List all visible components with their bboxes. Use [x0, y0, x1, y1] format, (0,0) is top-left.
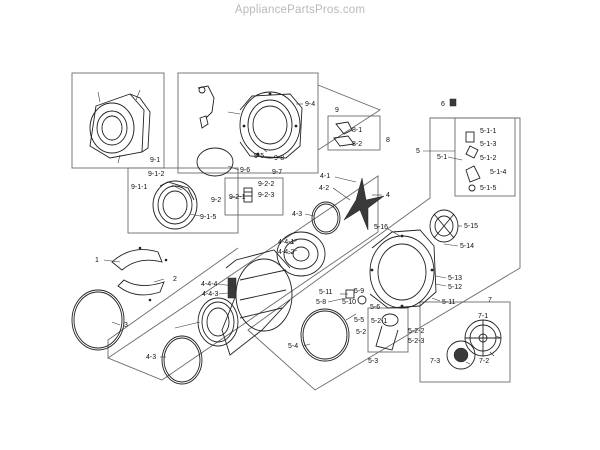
- callout-9-6: 9-6: [240, 167, 250, 174]
- callout-4-3: 4-3: [292, 211, 302, 218]
- group-frames: [71, 72, 521, 391]
- callout-4-3b: 4-3: [146, 354, 156, 361]
- callout-5-14: 5-14: [460, 243, 474, 250]
- callout-5-6: 5-6: [370, 304, 380, 311]
- door-gasket-ring-3: [71, 289, 125, 351]
- callout-5-16: 5-16: [374, 224, 388, 231]
- tub-gasket-5-4: [300, 308, 350, 362]
- callout-5-8: 5-8: [316, 299, 326, 306]
- front-tub-cover: [239, 91, 303, 159]
- bracket-8: [333, 121, 355, 147]
- motor-stator-7-3: [446, 340, 476, 370]
- callout-9-1-5: 9-1-5: [200, 214, 216, 221]
- heater-5-15: [429, 209, 459, 243]
- group-5-1-frame: [454, 117, 516, 197]
- callout-7-2: 7-2: [479, 358, 489, 365]
- callout-9-8: 9-8: [274, 155, 284, 162]
- leader-lines: [103, 103, 502, 365]
- drum-o-ring-4-3b: [161, 335, 203, 385]
- callout-4-4-3: 4-4-3: [202, 291, 218, 298]
- callout-9-7: 9-7: [272, 169, 282, 176]
- callout-5-2-2: 5-2-2: [408, 328, 424, 335]
- callout-8: 8: [386, 137, 390, 144]
- callout-5-13: 5-13: [448, 275, 462, 282]
- group-9-1-frame: [127, 167, 239, 234]
- callout-7-1: 7-1: [478, 313, 488, 320]
- callout-9-2-1: 9-2-1: [229, 194, 245, 201]
- callout-5-1-2: 5-1-2: [480, 155, 496, 162]
- group-5-frame: [247, 117, 521, 391]
- gasket-9-6: [196, 147, 234, 177]
- group-9-2-frame: [224, 177, 284, 216]
- callout-labels: 1 2 3 4 4-1 4-2 4-3 4-4-1 4-4-2 4-4-4 4-…: [95, 101, 506, 365]
- drum-front-ring: [197, 297, 239, 347]
- overview-frame: [71, 72, 165, 169]
- callout-5-1: 5-1: [437, 154, 447, 161]
- callout-7-3: 7-3: [430, 358, 440, 365]
- callout-4-2: 4-2: [319, 185, 329, 192]
- callout-5-1-5: 5-1-5: [480, 185, 496, 192]
- callout-5: 5: [416, 148, 420, 155]
- callout-4-1: 4-1: [320, 173, 330, 180]
- callout-4-4-2: 4-4-2: [278, 249, 294, 256]
- callout-4-4-1: 4-4-1: [278, 239, 294, 246]
- group-7-frame: [419, 301, 511, 383]
- callout-5-9: 5-9: [354, 288, 364, 295]
- tub-hose-bracket: [197, 85, 215, 129]
- rear-tub: [369, 229, 437, 309]
- callout-5-10: 5-10: [342, 299, 356, 306]
- clamp-bracket: [111, 246, 168, 302]
- callout-2: 2: [173, 276, 177, 283]
- callout-9-1-1: 9-1-1: [131, 184, 147, 191]
- callout-5-4: 5-4: [288, 343, 298, 350]
- valve-5-1: [465, 131, 481, 192]
- group-8-frame: [327, 115, 381, 151]
- callout-5-11: 5-11: [319, 289, 333, 296]
- callout-5-11b: 5-11: [442, 299, 456, 306]
- drum-o-ring-4-3: [311, 201, 341, 235]
- callout-8-2: 8-2: [352, 141, 362, 148]
- callout-5-2-3: 5-2-3: [408, 338, 424, 345]
- callout-5-3: 5-3: [368, 358, 378, 365]
- drain-hose-5-2: [345, 289, 399, 351]
- motor-rotor-7-1: [464, 319, 502, 357]
- bolt-6: [449, 98, 457, 107]
- callout-9-4: 9-4: [305, 101, 315, 108]
- callout-3: 3: [124, 322, 128, 329]
- callout-9-2-3: 9-2-3: [258, 192, 274, 199]
- callout-9-1: 9-1: [150, 157, 160, 164]
- group-4-frame: [107, 175, 379, 381]
- callout-9-1-2: 9-1-2: [148, 171, 164, 178]
- callout-5-15: 5-15: [464, 223, 478, 230]
- callout-5-2: 5-2: [356, 329, 366, 336]
- callout-5-1-4: 5-1-4: [490, 169, 506, 176]
- callout-4-4-4: 4-4-4: [201, 281, 217, 288]
- callout-5-5: 5-5: [354, 317, 364, 324]
- group-4-frame-left: [107, 247, 239, 358]
- callout-9-5: 9-5: [254, 153, 264, 160]
- callout-8-1: 8-1: [352, 127, 362, 134]
- callout-4: 4: [386, 192, 390, 199]
- callout-5-1-1: 5-1-1: [480, 128, 496, 135]
- callout-5-2-1: 5-2-1: [371, 318, 387, 325]
- watermark: AppliancePartsPros.com: [234, 4, 366, 16]
- drum-inner: [221, 249, 293, 356]
- callout-7: 7: [488, 297, 492, 304]
- callout-9-2-2: 9-2-2: [258, 181, 274, 188]
- callout-5-1-3: 5-1-3: [480, 141, 496, 148]
- callout-1: 1: [95, 257, 99, 264]
- callout-9-2: 9-2: [211, 197, 221, 204]
- group-9-frame: [177, 72, 319, 174]
- callout-9: 9: [335, 107, 339, 114]
- group-9-bracket: [317, 84, 381, 151]
- tub-assembly-overview: [89, 89, 151, 164]
- drum-spider-flange: [343, 177, 385, 231]
- door-diaphragm: [152, 180, 198, 230]
- spring-9-2: [243, 187, 253, 203]
- callout-6: 6: [441, 101, 445, 108]
- callout-5-12: 5-12: [448, 284, 462, 291]
